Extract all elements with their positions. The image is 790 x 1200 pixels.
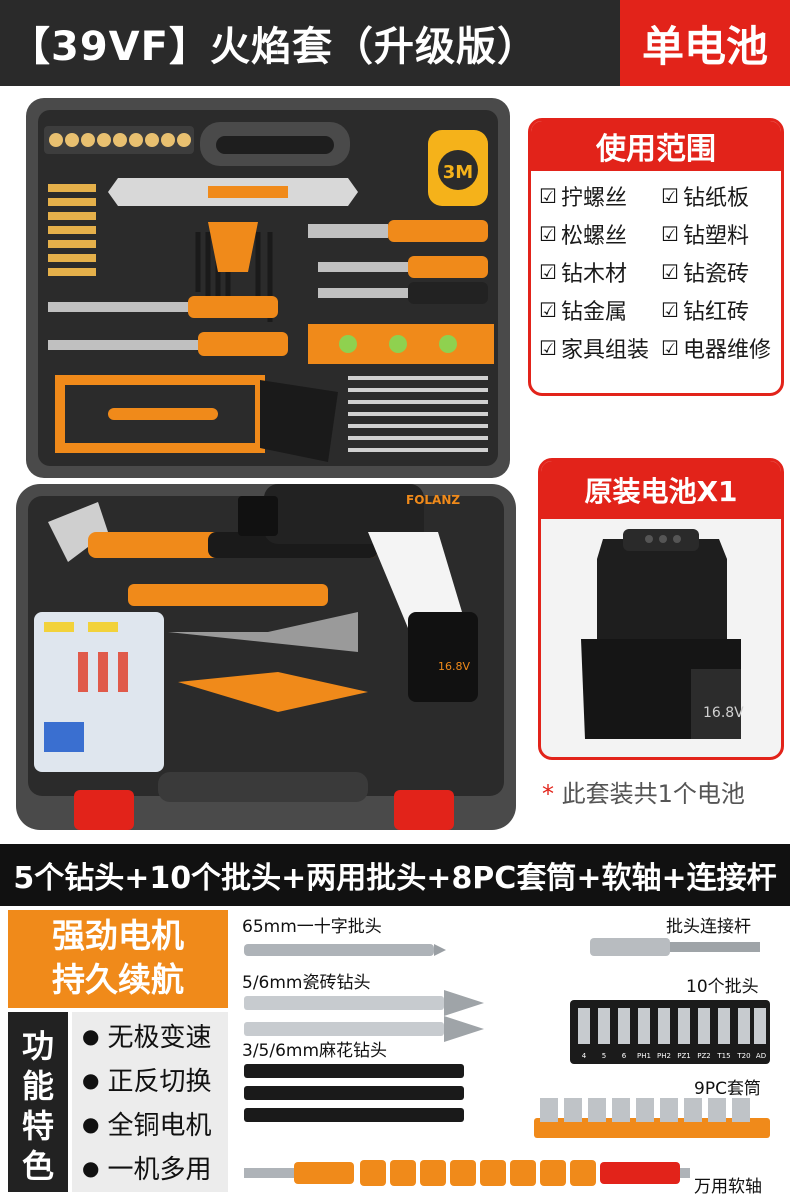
- bullet-icon: ●: [82, 1111, 100, 1136]
- checkmark-icon: ☑: [661, 298, 679, 322]
- checkmark-icon: ☑: [539, 222, 557, 246]
- socket-rail: [534, 1118, 770, 1138]
- twist-bit-3: [244, 1108, 464, 1122]
- battery-voltage-label: 16.8V: [703, 705, 744, 721]
- checkmark-icon: ☑: [661, 184, 679, 208]
- svg-text:T20: T20: [736, 1052, 750, 1060]
- battery-heading: 原装电池X1: [541, 461, 781, 519]
- checkmark-icon: ☑: [661, 260, 679, 284]
- svg-text:PZ1: PZ1: [677, 1052, 690, 1060]
- motor-highlight: 强劲电机 持久续航: [8, 910, 228, 1008]
- list-item: ☑钻金属: [539, 298, 627, 325]
- tape-label: 3M: [443, 162, 473, 183]
- usage-scope-heading: 使用范围: [531, 121, 781, 171]
- extension-label: 批头连接杆: [666, 917, 751, 937]
- flex-shaft: [244, 1168, 334, 1178]
- svg-text:PH1: PH1: [637, 1052, 651, 1060]
- battery-panel: 原装电池X1 16.8V: [538, 458, 784, 760]
- test-pen: [108, 408, 218, 420]
- screwdrivers: [48, 220, 488, 356]
- twist-bit-1: [244, 1064, 464, 1078]
- bullet-icon: ●: [82, 1067, 100, 1092]
- list-item: ☑钻瓷砖: [661, 260, 749, 287]
- list-item: ☑钻木材: [539, 260, 627, 287]
- features-label: 功 能 特 色: [8, 1012, 68, 1192]
- list-item: ☑钻塑料: [661, 222, 749, 249]
- twist-bit-2: [244, 1086, 464, 1100]
- shaft-label: 万用软轴: [694, 1177, 762, 1197]
- list-item: ●无极变速: [82, 1023, 212, 1053]
- checkmark-icon: ☑: [539, 298, 557, 322]
- checkmark-icon: ☑: [539, 260, 557, 284]
- battery-note: * 此套装共1个电池: [542, 780, 745, 808]
- drill-battery-label: 16.8V: [438, 660, 470, 673]
- bit-column: [48, 184, 96, 276]
- accessories-illustration: 4 5 6 PH1 PH2 PZ1 PZ2 T15 T20 AD: [244, 938, 770, 1186]
- list-item: ☑电器维修: [661, 336, 771, 363]
- title-bar: 【39VF】火焰套（升级版） 单电池: [0, 0, 790, 86]
- checkmark-icon: ☑: [539, 336, 557, 360]
- list-item: ☑家具组装: [539, 336, 649, 363]
- drill-brand: FOLANZ: [406, 493, 460, 507]
- hammer: [48, 502, 108, 562]
- usage-scope-list: ☑拧螺丝 ☑钻纸板 ☑松螺丝 ☑钻塑料 ☑钻木材 ☑钻瓷砖 ☑钻金属 ☑钻红砖 …: [531, 171, 781, 365]
- list-item: ☑拧螺丝: [539, 184, 627, 211]
- list-item: ●全铜电机: [82, 1111, 212, 1141]
- page-title: 【39VF】火焰套（升级版）: [0, 0, 620, 86]
- sockets-label: 9PC套筒: [694, 1079, 761, 1099]
- bit-heads: [49, 133, 191, 147]
- bits10-label: 10个批头: [686, 977, 759, 997]
- features-list: ●无极变速 ●正反切换 ●全铜电机 ●一机多用: [72, 1012, 228, 1192]
- tile-bits-label: 5/6mm瓷砖钻头: [242, 973, 371, 993]
- tile-bit-2: [244, 1022, 444, 1036]
- drill-bits: [348, 376, 488, 452]
- bit-65-label: 65mm一十字批头: [242, 917, 382, 937]
- checkmark-icon: ☑: [539, 184, 557, 208]
- svg-text:6: 6: [622, 1052, 627, 1060]
- checkmark-icon: ☑: [661, 336, 679, 360]
- drill: [264, 484, 424, 544]
- tile-bit-1: [244, 996, 444, 1010]
- toolbox-image: 3M: [8, 92, 523, 832]
- checkmark-icon: ☑: [661, 222, 679, 246]
- double-bit: [244, 944, 434, 956]
- toolbox-illustration: 3M: [16, 98, 516, 830]
- latch-right: [394, 790, 454, 830]
- svg-text:PH2: PH2: [657, 1052, 671, 1060]
- svg-text:PZ2: PZ2: [697, 1052, 710, 1060]
- battery-image: 16.8V: [581, 529, 744, 739]
- pliers: [168, 612, 358, 652]
- usage-scope-panel: 使用范围 ☑拧螺丝 ☑钻纸板 ☑松螺丝 ☑钻塑料 ☑钻木材 ☑钻瓷砖 ☑钻金属 …: [528, 118, 784, 396]
- list-item: ☑钻纸板: [661, 184, 749, 211]
- latch-left: [74, 790, 134, 830]
- list-item: ☑松螺丝: [539, 222, 627, 249]
- wire-stripper: [178, 672, 368, 712]
- svg-text:4: 4: [582, 1052, 587, 1060]
- list-item: ☑钻红砖: [661, 298, 749, 325]
- single-battery-badge: 单电池: [620, 0, 790, 86]
- bit-extension: [590, 938, 670, 956]
- accessories-panel: 65mm一十字批头 批头连接杆 5/6mm瓷砖钻头 10个批头 3/5/6mm麻…: [234, 910, 784, 1197]
- bullet-icon: ●: [82, 1023, 100, 1048]
- bullet-icon: ●: [82, 1155, 100, 1180]
- utility-knife: [128, 584, 328, 606]
- svg-text:5: 5: [602, 1052, 606, 1060]
- svg-text:AD: AD: [756, 1052, 766, 1060]
- contents-band: 5个钻头+10个批头+两用批头+8PC套筒+软轴+连接杆: [0, 844, 790, 906]
- list-item: ●一机多用: [82, 1155, 212, 1185]
- list-item: ●正反切换: [82, 1067, 212, 1097]
- twist-bits-label: 3/5/6mm麻花钻头: [242, 1041, 388, 1061]
- svg-text:T15: T15: [716, 1052, 730, 1060]
